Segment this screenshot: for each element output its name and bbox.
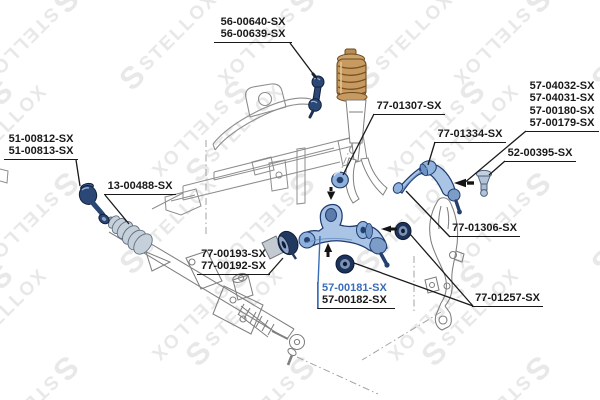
rack-boot-part (107, 215, 153, 255)
part-label-77-01306: 77-01306-SX (449, 222, 520, 237)
coil-spring-part (336, 48, 368, 102)
part-label-56-00640: 56-00640-SX 56-00639-SX (214, 16, 292, 44)
part-number: 57-04032-SX (529, 80, 595, 92)
part-number: 57-00182-SX (322, 294, 387, 307)
knuckle-outline (424, 197, 465, 331)
part-number: 77-00192-SX (201, 260, 266, 273)
part-number: 52-00395-SX (507, 147, 573, 159)
part-number: 57-00180-SX (529, 104, 595, 117)
stabilizer-link-part (308, 72, 325, 119)
part-number: 56-00640-SX (220, 16, 286, 28)
part-label-57-04032: 57-04032-SX 57-04031-SX 57-00180-SX 57-0… (525, 80, 599, 133)
direction-arrows (324, 178, 474, 257)
arm-lower-bushing-part (335, 254, 355, 274)
part-number: 51-00812-SX (8, 133, 74, 145)
tie-rod-end-part (78, 182, 110, 225)
part-number: 77-01306-SX (452, 222, 517, 234)
part-label-52-00395: 52-00395-SX (504, 147, 576, 162)
strut-bushing-part (331, 171, 349, 189)
part-label-51-00812: 51-00812-SX 51-00813-SX (4, 133, 78, 161)
part-label-57-00181: 57-00181-SX 57-00182-SX (317, 282, 395, 310)
subframe-outline (0, 134, 368, 216)
part-number: 51-00813-SX (8, 145, 74, 158)
part-number: 77-01307-SX (376, 100, 442, 112)
leader-lines (75, 42, 527, 307)
arm-front-bushing-part (261, 230, 299, 260)
part-label-77-00193: 77-00193-SX 77-00192-SX (197, 248, 270, 276)
strut-outline (345, 99, 388, 204)
stabilizer-bar-outline (212, 83, 313, 151)
part-number: 77-00193-SX (201, 248, 266, 260)
part-number: 57-04031-SX (529, 92, 595, 105)
part-label-13-00488: 13-00488-SX (104, 180, 176, 195)
highlighted-part-number-link[interactable]: 57-00181-SX (322, 282, 387, 294)
part-label-77-01307: 77-01307-SX (373, 100, 445, 115)
arm-rear-bushing-part (394, 221, 412, 241)
part-number: 77-01334-SX (437, 128, 503, 140)
part-number: 57-00179-SX (529, 117, 595, 130)
part-label-77-01257: 77-01257-SX (472, 292, 543, 307)
part-label-77-01334: 77-01334-SX (434, 128, 506, 143)
ball-stud-part (476, 169, 492, 197)
highlight-leader-line (317, 235, 321, 308)
lower-control-arm-part (298, 203, 390, 268)
part-number: 56-00639-SX (220, 28, 286, 41)
part-number: 77-01257-SX (475, 292, 540, 304)
part-number: 13-00488-SX (107, 180, 173, 192)
construction-lines (205, 140, 442, 395)
